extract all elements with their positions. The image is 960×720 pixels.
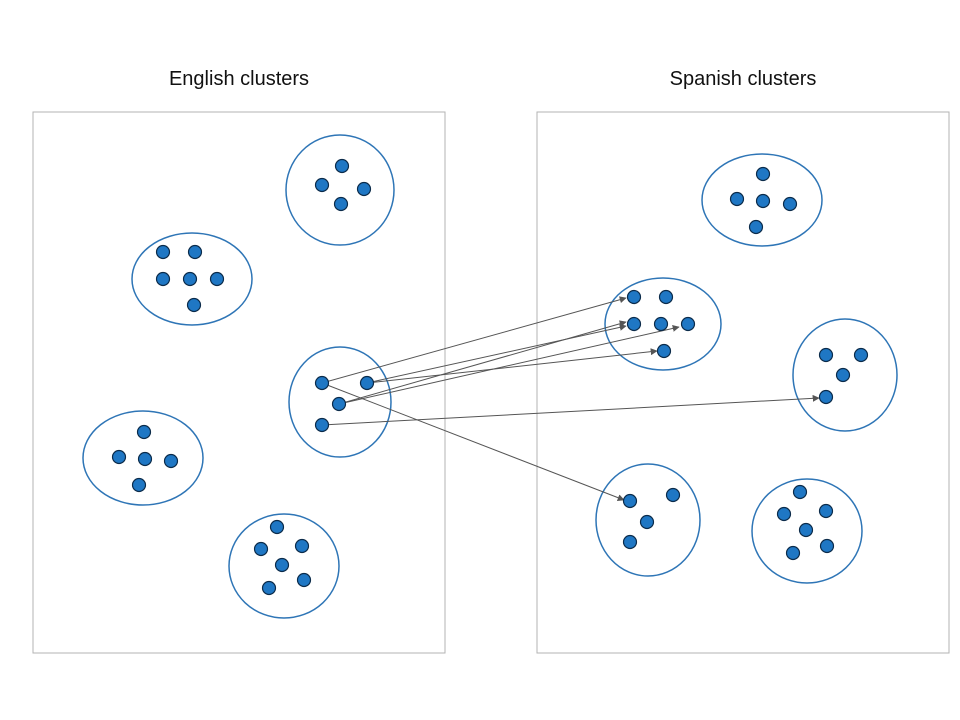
mapping-arrow-5 (366, 348, 658, 384)
spanish-panel (536, 111, 950, 654)
mapping-arrow-6 (321, 394, 820, 426)
english-cluster-4-point-3 (137, 451, 153, 467)
spanish-cluster-3-point-3 (835, 367, 851, 383)
english-cluster-2-point-6 (186, 297, 202, 313)
english-cluster-4-point-4 (163, 453, 179, 469)
spanish-cluster-2-point-5 (680, 316, 696, 332)
english-cluster-2 (131, 232, 253, 326)
english-cluster-5-point-3 (294, 538, 310, 554)
english-cluster-2-point-5 (209, 271, 225, 287)
spanish-cluster-4 (595, 463, 701, 577)
spanish-cluster-4-point-4 (622, 534, 638, 550)
spanish-cluster-5-point-2 (776, 506, 792, 522)
english-cluster-3-point-2 (359, 375, 375, 391)
spanish-cluster-2-point-4 (653, 316, 669, 332)
spanish-cluster-4-point-2 (665, 487, 681, 503)
spanish-cluster-1 (701, 153, 823, 247)
english-cluster-2-point-1 (155, 244, 171, 260)
english-cluster-5-point-2 (253, 541, 269, 557)
mapping-arrow-1 (321, 296, 627, 384)
english-cluster-3-point-4 (314, 417, 330, 433)
spanish-cluster-4-point-3 (639, 514, 655, 530)
spanish-cluster-5 (751, 478, 863, 584)
english-clusters-title: English clusters (168, 68, 310, 90)
english-cluster-3 (288, 346, 392, 458)
spanish-cluster-1-point-4 (782, 196, 798, 212)
english-cluster-1-point-3 (356, 181, 372, 197)
spanish-cluster-5-point-3 (818, 503, 834, 519)
english-cluster-2-point-3 (155, 271, 171, 287)
spanish-cluster-1-point-5 (748, 219, 764, 235)
spanish-cluster-4-point-1 (622, 493, 638, 509)
english-cluster-5-point-5 (261, 580, 277, 596)
spanish-cluster-2-point-6 (656, 343, 672, 359)
spanish-cluster-2 (604, 277, 722, 371)
english-cluster-5-point-1 (269, 519, 285, 535)
spanish-cluster-2-point-2 (658, 289, 674, 305)
english-cluster-4-point-5 (131, 477, 147, 493)
english-cluster-5-point-4 (274, 557, 290, 573)
english-cluster-5 (228, 513, 340, 619)
spanish-cluster-3-point-1 (818, 347, 834, 363)
spanish-clusters-title: Spanish clusters (669, 68, 817, 90)
english-cluster-1-point-4 (333, 196, 349, 212)
english-panel (32, 111, 446, 654)
spanish-cluster-2-point-3 (626, 316, 642, 332)
english-cluster-1-point-1 (334, 158, 350, 174)
spanish-cluster-3 (792, 318, 898, 432)
spanish-cluster-3-point-4 (818, 389, 834, 405)
mapping-arrow-3 (338, 320, 627, 405)
english-cluster-5-point-6 (296, 572, 312, 588)
spanish-cluster-5-point-1 (792, 484, 808, 500)
english-cluster-4-point-2 (111, 449, 127, 465)
english-cluster-2-point-2 (187, 244, 203, 260)
english-cluster-1-point-2 (314, 177, 330, 193)
spanish-cluster-1-point-3 (755, 193, 771, 209)
mapping-arrow-7 (321, 382, 625, 501)
mapping-arrow-2 (366, 323, 627, 384)
english-cluster-2-point-4 (182, 271, 198, 287)
spanish-cluster-5-point-4 (798, 522, 814, 538)
spanish-cluster-5-point-5 (785, 545, 801, 561)
spanish-cluster-5-point-6 (819, 538, 835, 554)
spanish-cluster-1-point-1 (755, 166, 771, 182)
spanish-cluster-2-point-1 (626, 289, 642, 305)
spanish-cluster-3-point-2 (853, 347, 869, 363)
spanish-cluster-1-point-2 (729, 191, 745, 207)
english-cluster-1 (285, 134, 395, 246)
english-cluster-3-point-3 (331, 396, 347, 412)
mapping-arrow-4 (338, 324, 680, 405)
english-cluster-4 (82, 410, 204, 506)
english-cluster-4-point-1 (136, 424, 152, 440)
english-cluster-3-point-1 (314, 375, 330, 391)
